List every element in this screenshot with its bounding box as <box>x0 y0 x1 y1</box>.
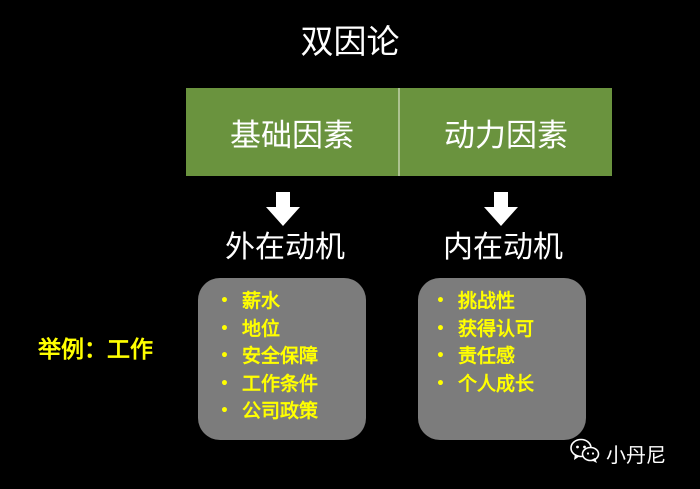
extrinsic-item-label: 薪水 <box>242 290 281 312</box>
bullet-icon: • <box>220 403 229 419</box>
bullet-icon: • <box>436 320 445 337</box>
header-motivation-factors: 动力因素 <box>444 117 568 154</box>
extrinsic-item-label: 公司政策 <box>242 400 319 422</box>
extrinsic-motive-label: 外在动机 <box>225 230 345 265</box>
down-arrow-icon <box>265 192 301 228</box>
extrinsic-item-label: 地位 <box>242 317 281 340</box>
extrinsic-item-label: 安全保障 <box>242 345 319 367</box>
bullet-icon: • <box>220 348 229 364</box>
intrinsic-motive-label: 内在动机 <box>443 230 563 265</box>
example-label: 举例：工作 <box>38 337 153 363</box>
factor-header-bar: 基础因素 动力因素 <box>186 88 612 176</box>
header-basic-factors: 基础因素 <box>230 117 354 154</box>
header-divider <box>398 88 400 176</box>
bullet-icon: • <box>220 320 229 337</box>
extrinsic-item: • 安全保障 <box>220 343 318 371</box>
extrinsic-item: • 地位 <box>220 316 318 344</box>
wechat-icon <box>570 438 600 468</box>
bullet-icon: • <box>436 293 445 309</box>
down-arrow-icon <box>483 192 519 228</box>
extrinsic-item: • 薪水 <box>220 288 318 316</box>
intrinsic-item: • 获得认可 <box>436 316 534 344</box>
intrinsic-item-label: 挑战性 <box>458 290 516 312</box>
bullet-icon: • <box>436 375 445 392</box>
intrinsic-item-label: 获得认可 <box>458 317 535 340</box>
extrinsic-item-label: 工作条件 <box>242 372 319 395</box>
bullet-icon: • <box>436 348 445 364</box>
extrinsic-items-list: • 薪水 • 地位 • 安全保障 • 工作条件 • 公司政策 <box>220 288 318 426</box>
bullet-icon: • <box>220 293 229 309</box>
intrinsic-items-box: • 挑战性 • 获得认可 • 责任感 • 个人成长 <box>418 278 586 440</box>
intrinsic-item: • 责任感 <box>436 343 534 371</box>
watermark-text: 小丹尼 <box>606 442 666 467</box>
extrinsic-items-box: • 薪水 • 地位 • 安全保障 • 工作条件 • 公司政策 <box>198 278 366 440</box>
extrinsic-item: • 公司政策 <box>220 398 318 426</box>
intrinsic-item: • 个人成长 <box>436 371 534 399</box>
bullet-icon: • <box>220 375 229 392</box>
extrinsic-item: • 工作条件 <box>220 371 318 399</box>
watermark: 小丹尼 <box>570 438 666 468</box>
intrinsic-item: • 挑战性 <box>436 288 534 316</box>
diagram-title: 双因论 <box>300 22 400 61</box>
intrinsic-items-list: • 挑战性 • 获得认可 • 责任感 • 个人成长 <box>436 288 534 398</box>
intrinsic-item-label: 责任感 <box>458 345 516 367</box>
intrinsic-item-label: 个人成长 <box>458 372 535 395</box>
